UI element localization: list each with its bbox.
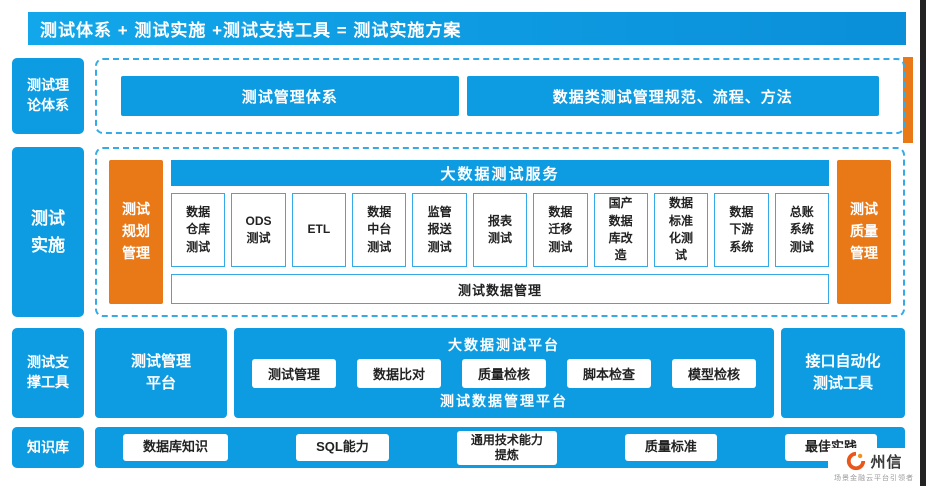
service-box-label: 监管报送测试 — [427, 204, 452, 254]
test-management-system-box: 测试管理体系 — [121, 76, 459, 116]
knowledge-box-sql: SQL能力 — [296, 434, 389, 461]
screen-right-edge — [920, 0, 926, 486]
test-quality-management-text: 测试质量管理 — [850, 201, 878, 261]
row-label-support-tools: 测试支撑工具 — [12, 328, 84, 418]
api-automation-tool-text: 接口自动化测试工具 — [805, 352, 881, 393]
service-box-data-warehouse: 数据仓库测试 — [171, 193, 226, 267]
platform-tool-row: 测试管理 数据比对 质量检核 脚本检查 模型检核 — [248, 358, 760, 388]
bigdata-test-service-area: 大数据测试服务 数据仓库测试 ODS测试 ETL 数据中台测试 监管报送测试 报… — [171, 160, 829, 304]
test-plan-management-box: 测试规划管理 — [109, 160, 163, 304]
knowledge-box-quality-standard: 质量标准 — [624, 434, 717, 461]
service-box-domestic-database: 国产数据库改造 — [593, 193, 648, 267]
service-box-etl: ETL — [291, 193, 347, 267]
tool-box-script-check: 脚本检查 — [566, 358, 651, 388]
service-box-regulatory-reporting: 监管报送测试 — [412, 193, 467, 267]
company-logo: 州信 场景金融云平台引领者 — [828, 448, 918, 486]
service-box-data-standardization: 数据标准化测试 — [653, 193, 709, 267]
tool-box-model-check: 模型检核 — [671, 358, 756, 388]
row-label-implementation-text: 测试实施 — [31, 208, 65, 255]
row-label-theory-text: 测试理论体系 — [27, 77, 69, 113]
test-data-management-box: 测试数据管理 — [171, 274, 829, 304]
tool-box-test-management: 测试管理 — [252, 358, 337, 388]
service-box-label: ODS测试 — [245, 213, 272, 245]
support-tools-section: 测试管理平台 大数据测试平台 测试管理 数据比对 质量检核 脚本检查 模型检核 … — [95, 328, 905, 418]
service-box-label: 总账系统测试 — [789, 204, 814, 254]
test-quality-management-box: 测试质量管理 — [837, 160, 891, 304]
row-label-knowledge-base: 知识库 — [12, 427, 84, 468]
test-management-platform-box: 测试管理平台 — [95, 328, 227, 418]
service-box-downstream-systems: 数据下游系统 — [714, 193, 769, 267]
bigdata-test-service-header: 大数据测试服务 — [171, 160, 829, 186]
service-box-data-middle-platform: 数据中台测试 — [352, 193, 407, 267]
logo-text: 州信 — [870, 453, 903, 471]
test-management-platform-text: 测试管理平台 — [130, 352, 191, 393]
api-automation-tool-box: 接口自动化测试工具 — [781, 328, 905, 418]
service-box-label: 国产数据库改造 — [608, 196, 633, 263]
service-box-label: 数据迁移测试 — [548, 204, 573, 254]
bigdata-test-platform-title: 大数据测试平台 — [448, 337, 560, 353]
service-box-label: 数据中台测试 — [367, 204, 392, 254]
slide-title-bar: 测试体系 + 测试实施 +测试支持工具 = 测试实施方案 — [28, 12, 906, 45]
service-box-ods: ODS测试 — [231, 193, 286, 267]
service-box-label: 数据仓库测试 — [186, 204, 211, 254]
bigdata-test-platform-box: 大数据测试平台 测试管理 数据比对 质量检核 脚本检查 模型检核 测试数据管理平… — [234, 328, 774, 418]
service-box-label: 数据标准化测试 — [669, 196, 694, 263]
service-box-data-migration: 数据迁移测试 — [533, 193, 588, 267]
slide-title: 测试体系 + 测试实施 +测试支持工具 = 测试实施方案 — [40, 21, 462, 40]
test-plan-management-text: 测试规划管理 — [122, 201, 150, 261]
service-box-label: 数据下游系统 — [729, 204, 754, 254]
tool-box-data-comparison: 数据比对 — [356, 358, 441, 388]
row-label-knowledge-base-text: 知识库 — [27, 438, 69, 455]
knowledge-box-database: 数据库知识 — [123, 434, 229, 461]
service-box-label: 报表测试 — [487, 213, 512, 245]
knowledge-base-section: 数据库知识 SQL能力 通用技术能力提炼 质量标准 最佳实践 — [95, 427, 905, 468]
data-test-standards-box: 数据类测试管理规范、流程、方法 — [466, 76, 879, 116]
row-label-support-tools-text: 测试支撑工具 — [27, 354, 69, 390]
implementation-section: 测试规划管理 大数据测试服务 数据仓库测试 ODS测试 ETL 数据中台测试 监… — [95, 147, 905, 317]
test-data-management-platform-title: 测试数据管理平台 — [440, 393, 568, 409]
row-label-implementation: 测试实施 — [12, 147, 84, 317]
knowledge-box-general-tech: 通用技术能力提炼 — [456, 430, 557, 465]
row-label-theory: 测试理论体系 — [12, 58, 84, 134]
service-box-row: 数据仓库测试 ODS测试 ETL 数据中台测试 监管报送测试 报表测试 数据迁移… — [171, 193, 829, 267]
service-box-label: ETL — [307, 222, 331, 237]
tool-box-quality-check: 质量检核 — [461, 358, 546, 388]
theory-section: 测试管理体系 数据类测试管理规范、流程、方法 — [95, 58, 905, 134]
right-accent-bar — [903, 57, 913, 143]
company-logo-row: 州信 — [845, 450, 902, 472]
logo-icon — [847, 451, 866, 471]
knowledge-box-general-tech-text: 通用技术能力提炼 — [470, 432, 543, 462]
logo-tagline: 场景金融云平台引领者 — [834, 475, 914, 482]
service-box-report: 报表测试 — [472, 193, 528, 267]
service-box-general-ledger: 总账系统测试 — [774, 193, 829, 267]
